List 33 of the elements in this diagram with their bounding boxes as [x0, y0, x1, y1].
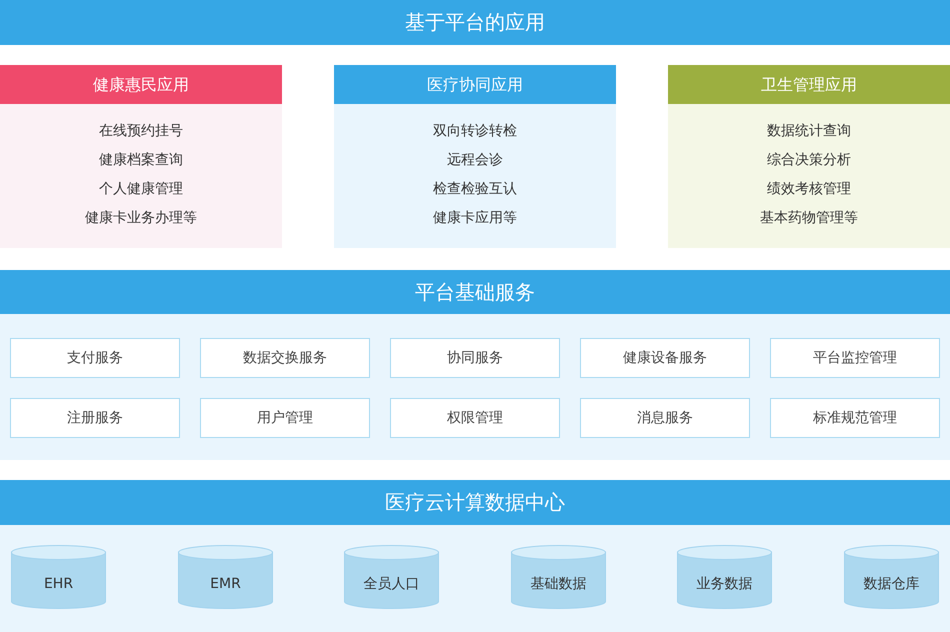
- app-panel: [334, 65, 616, 248]
- service-box: 消息服务: [580, 398, 750, 438]
- list-item: 在线预约挂号: [99, 122, 183, 140]
- list-item: 健康档案查询: [99, 151, 183, 169]
- app-panel: [0, 65, 282, 248]
- service-box: 权限管理: [390, 398, 560, 438]
- service-box: 协同服务: [390, 338, 560, 378]
- heading-band: 医疗云计算数据中心: [0, 480, 950, 525]
- panel-header: 卫生管理应用: [668, 65, 950, 104]
- service-box: 注册服务: [10, 398, 180, 438]
- list-item: 数据统计查询: [767, 122, 851, 140]
- service-box: 健康设备服务: [580, 338, 750, 378]
- list-item: 综合决策分析: [767, 151, 851, 169]
- heading-band: 基于平台的应用: [0, 0, 950, 45]
- list-item: 个人健康管理: [99, 180, 183, 198]
- list-item: 远程会诊: [447, 151, 503, 169]
- list-item: 基本药物管理等: [760, 209, 858, 227]
- panel-header: 健康惠民应用: [0, 65, 282, 104]
- service-box: 用户管理: [200, 398, 370, 438]
- list-item: 检查检验互认: [433, 180, 517, 198]
- list-item: 双向转诊转检: [433, 122, 517, 140]
- list-item: 绩效考核管理: [767, 180, 851, 198]
- background-panel: [0, 525, 950, 632]
- list-item: 健康卡业务办理等: [85, 209, 197, 227]
- service-box: 支付服务: [10, 338, 180, 378]
- background-panel: [0, 314, 950, 460]
- panel-header: 医疗协同应用: [334, 65, 616, 104]
- heading-band: 平台基础服务: [0, 270, 950, 314]
- list-item: 健康卡应用等: [433, 209, 517, 227]
- app-panel: [668, 65, 950, 248]
- service-box: 平台监控管理: [770, 338, 940, 378]
- service-box: 标准规范管理: [770, 398, 940, 438]
- service-box: 数据交换服务: [200, 338, 370, 378]
